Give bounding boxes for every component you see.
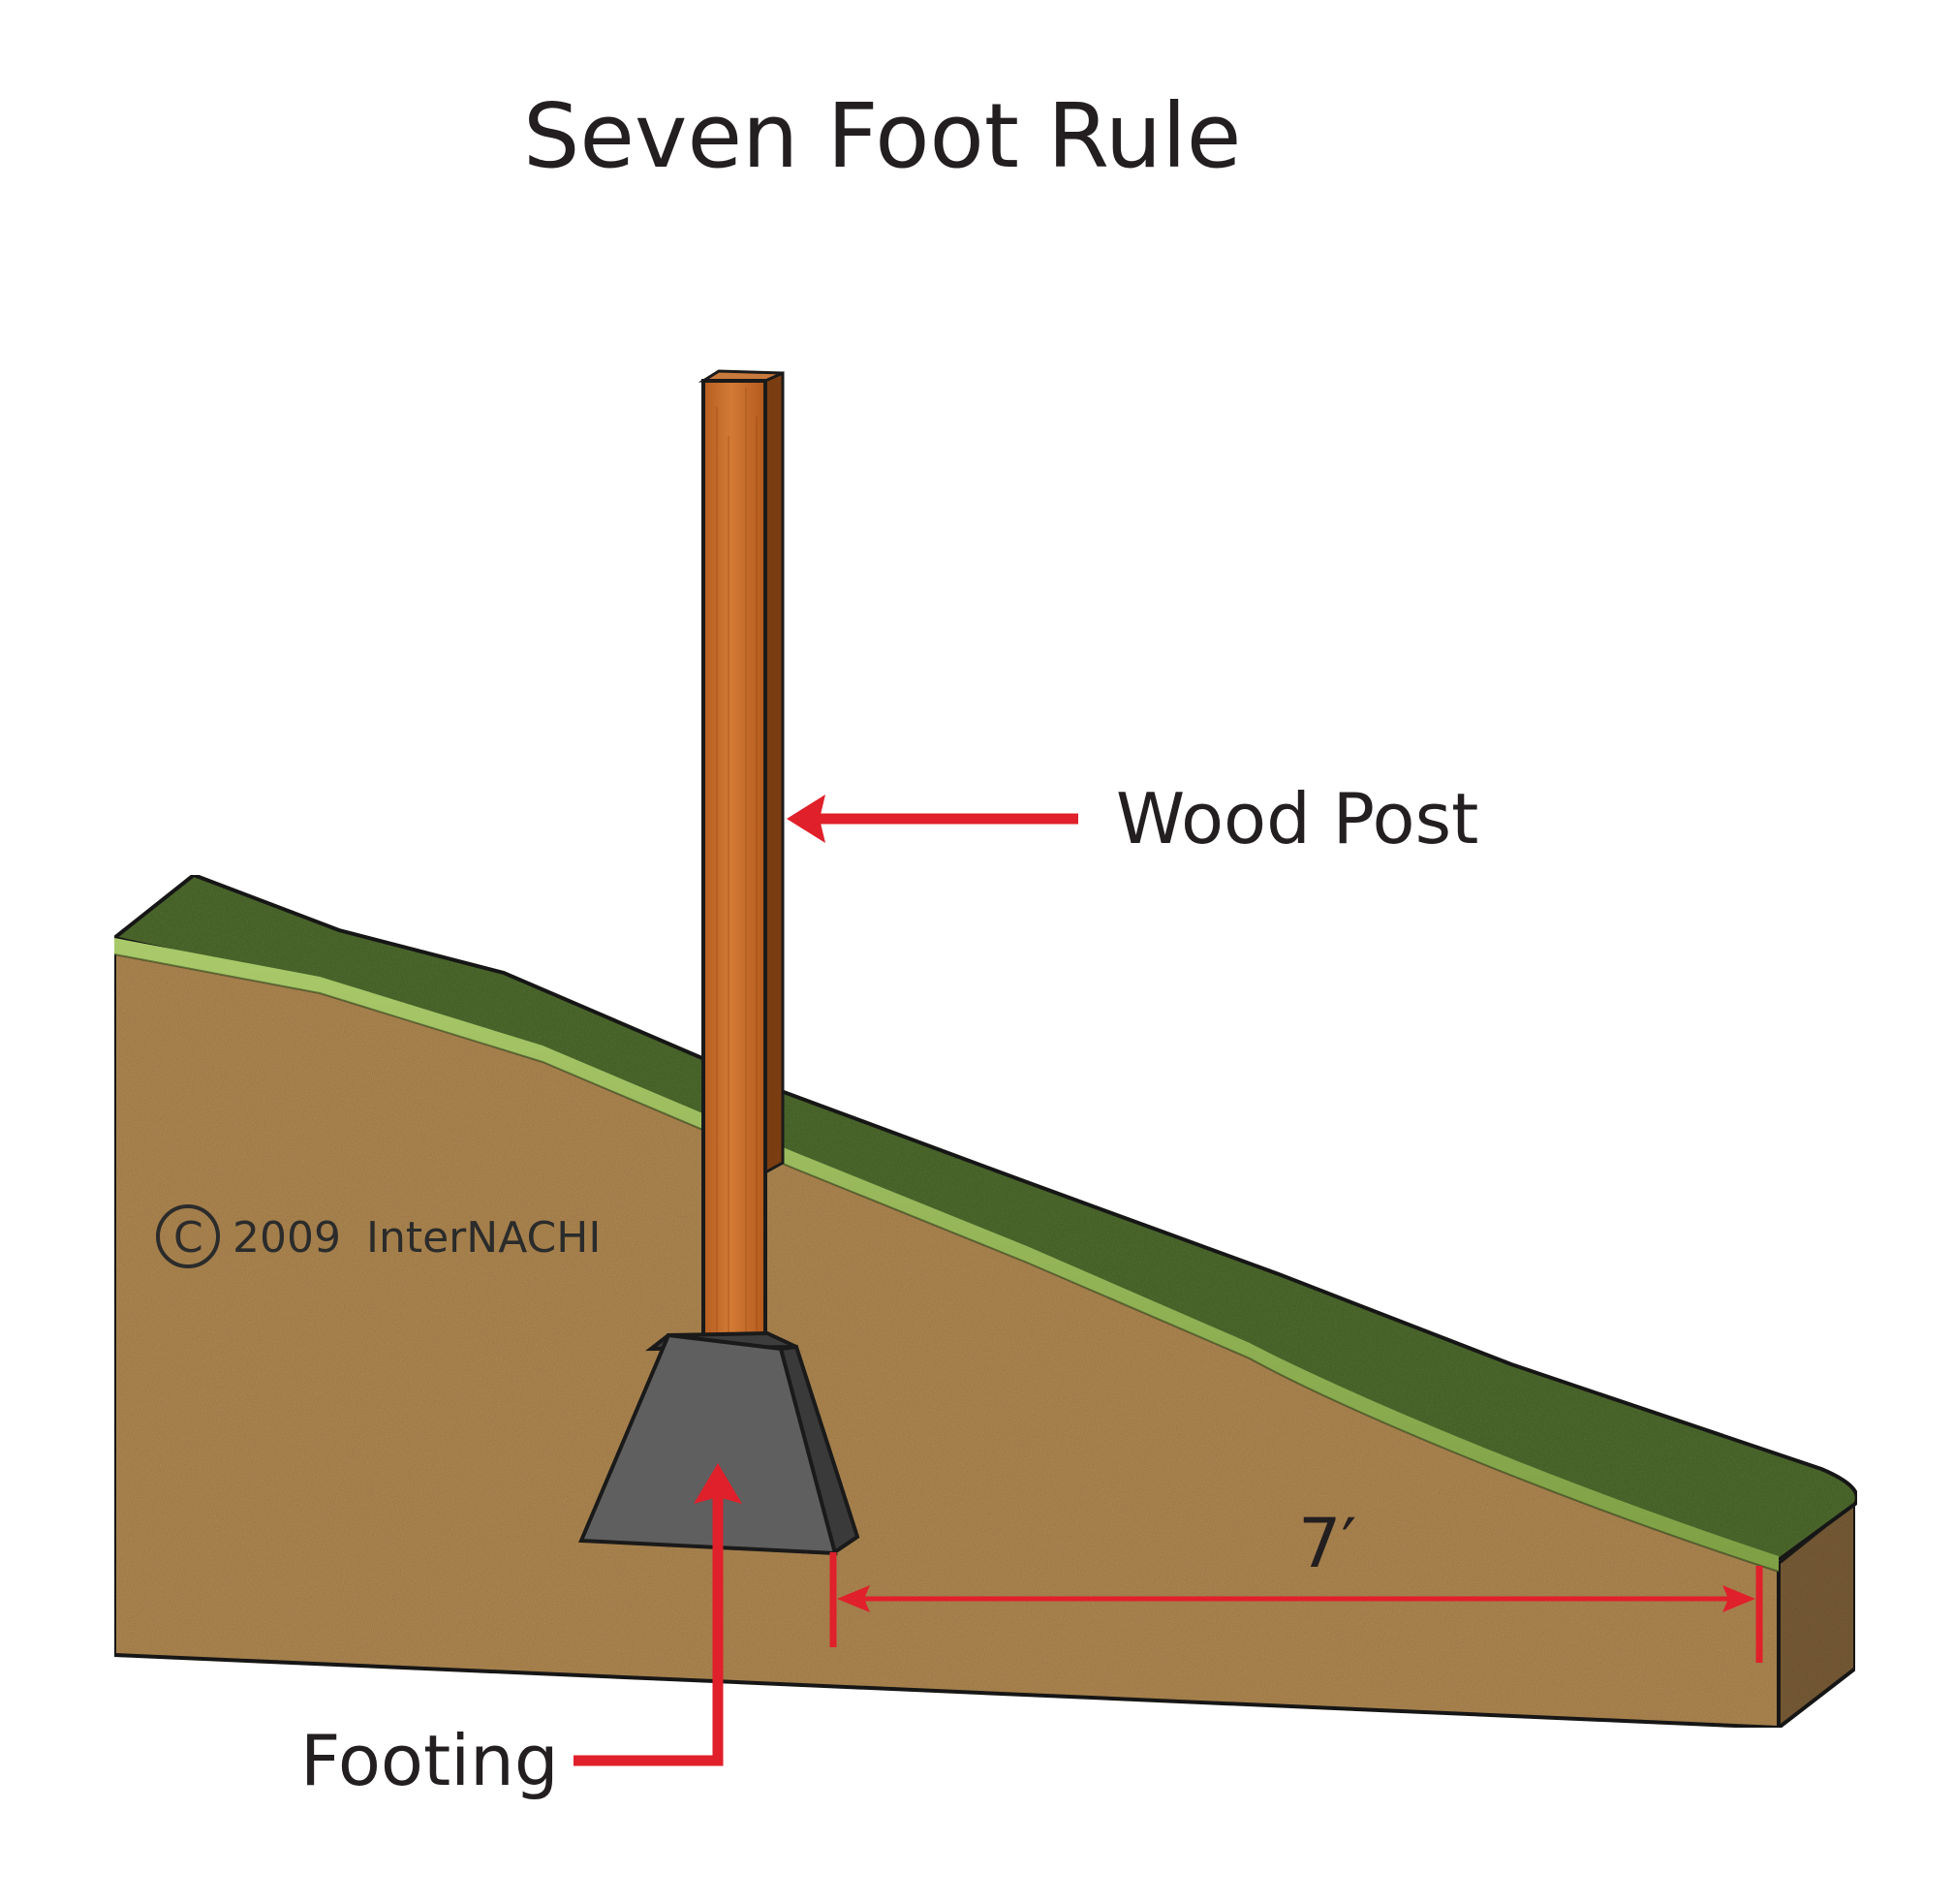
page-title: Seven Foot Rule <box>523 84 1241 188</box>
footing-leader-line <box>574 1492 724 1766</box>
copyright-circle <box>156 1204 220 1268</box>
ground-slope <box>109 872 1859 1732</box>
soil-front-face <box>112 942 1781 1731</box>
wood-post-callout: Wood Post <box>787 778 1478 859</box>
copyright-year: 2009 <box>233 1213 341 1263</box>
wood-post-arrowhead <box>787 795 825 843</box>
dimension-arrowhead-left <box>837 1585 870 1612</box>
post-front-face <box>701 379 767 1352</box>
dimension-arrowhead-right <box>1722 1585 1755 1612</box>
footing-label: Footing <box>300 1720 559 1801</box>
dimension-label: 7′ <box>1298 1504 1356 1583</box>
wood-post-label: Wood Post <box>1116 778 1478 859</box>
seven-foot-dimension: 7′ <box>829 1504 1763 1663</box>
copyright-symbol-letter: C <box>173 1213 203 1263</box>
footing-callout: Footing <box>300 1463 742 1801</box>
footing-arrowhead <box>694 1463 742 1504</box>
copyright-owner: InterNACHI <box>366 1213 601 1263</box>
post-side-face <box>763 371 785 1175</box>
wood-post <box>698 369 785 1352</box>
footing <box>578 1330 860 1557</box>
copyright-notice: C 2009 InterNACHI <box>156 1204 601 1268</box>
